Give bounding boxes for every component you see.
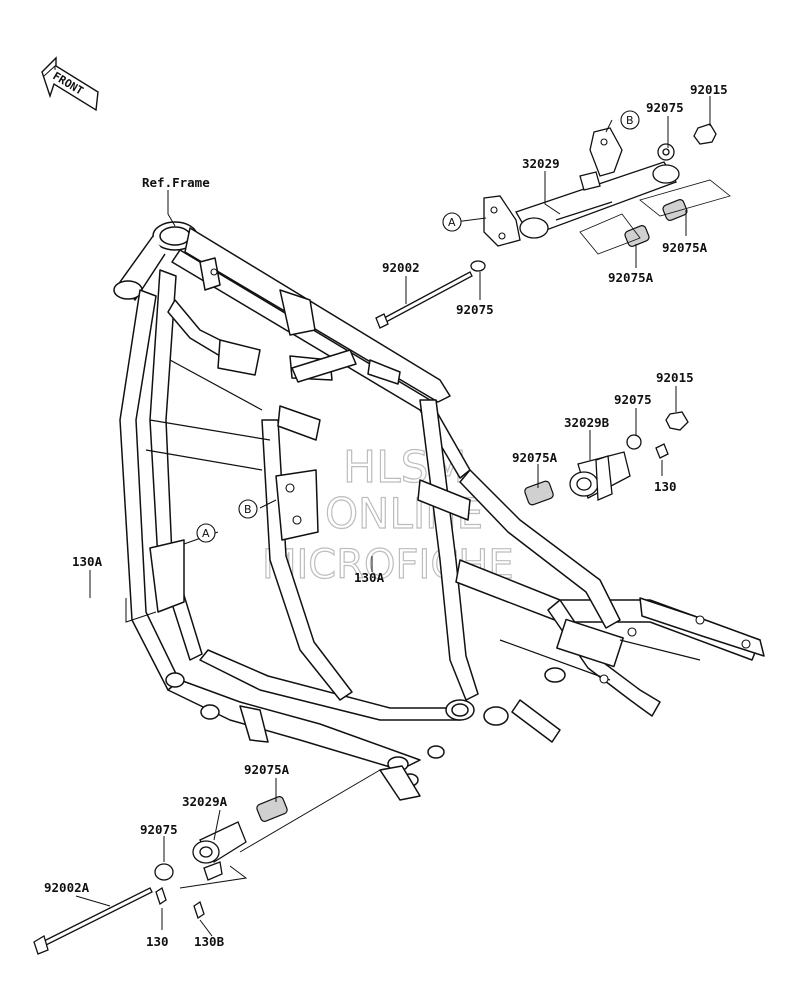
part-label-32029B: 32029B [564, 415, 610, 430]
callout-b-frame-text: B [244, 503, 252, 516]
upper-mount-assembly [375, 123, 731, 329]
part-label-32029: 32029 [522, 156, 560, 171]
part-label-92075-mid: 92075 [456, 302, 494, 317]
part-label-92002A: 92002A [44, 880, 90, 895]
part-label-92075-top: 92075 [646, 100, 684, 115]
leader-lines [75, 96, 711, 937]
middle-mount-assembly [524, 411, 689, 506]
part-label-130A-center: 130A [354, 570, 385, 585]
callout-a-frame: A [196, 523, 216, 543]
part-label-92075-bottom: 92075 [140, 822, 178, 837]
lower-mount-assembly [33, 796, 288, 955]
part-label-130-mid: 130 [654, 479, 677, 494]
part-label-130A-left: 130A [72, 554, 103, 569]
part-label-92002: 92002 [382, 260, 420, 275]
part-label-92075-mid2: 92075 [614, 392, 652, 407]
part-label-130B: 130B [194, 934, 225, 949]
part-label-92075A-top-mid: 92075A [608, 270, 654, 285]
part-label-92075A-top-right: 92075A [662, 240, 708, 255]
front-direction-badge: FRONT [41, 56, 99, 112]
part-label-92015-top: 92015 [690, 82, 728, 97]
callout-a-upper-text: A [448, 216, 456, 229]
callout-b-frame: B [238, 499, 258, 519]
part-label-92015-mid: 92015 [656, 370, 694, 385]
part-label-130-bottom: 130 [146, 934, 169, 949]
callout-b-upper-text: B [626, 114, 634, 127]
part-label-32029A: 32029A [182, 794, 228, 809]
callout-a-upper: A [442, 212, 462, 232]
part-label-92075A-mid: 92075A [512, 450, 558, 465]
motorcycle-frame [113, 221, 765, 801]
callout-b-upper: B [620, 110, 640, 130]
part-label-92075A-bottom: 92075A [244, 762, 290, 777]
callout-a-frame-text: A [202, 527, 210, 540]
ref-frame-label: Ref.Frame [142, 175, 210, 190]
